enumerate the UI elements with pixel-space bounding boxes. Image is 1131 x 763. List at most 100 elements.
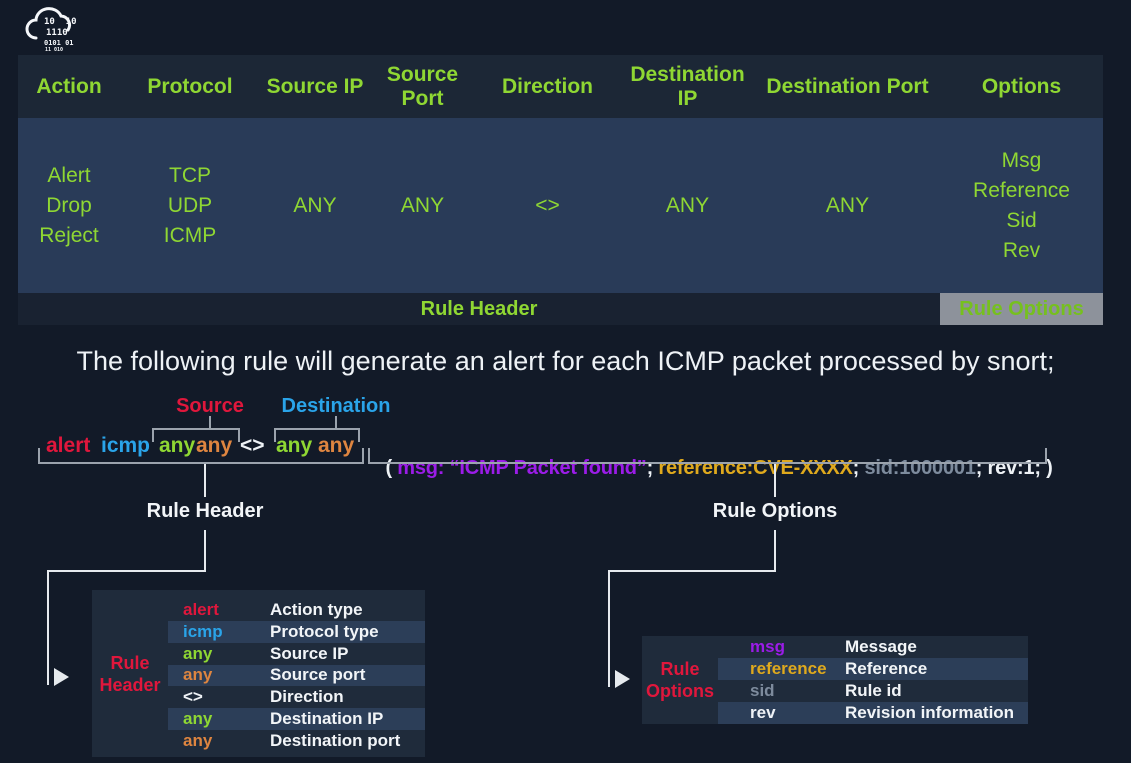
destination-label: Destination <box>281 395 391 417</box>
table-row: any Destination IP <box>168 708 425 730</box>
open-paren: ( <box>385 457 398 479</box>
token-direction: <> <box>240 434 265 457</box>
token-options-group: ( msg: “ICMP Packet found”; reference:CV… <box>364 434 1052 503</box>
body-cell-source-port: ANY <box>400 193 445 217</box>
title-line: Rule <box>660 659 700 679</box>
token-action: alert <box>46 434 91 457</box>
option-value: Rev <box>1002 238 1041 262</box>
row-value: alert <box>183 600 219 620</box>
connector-line <box>608 570 610 687</box>
token-source-port: any <box>196 434 233 457</box>
table-row: msg Message <box>718 636 1028 658</box>
table-body-row: Alert Drop Reject TCP UDP ICMP ANY ANY <… <box>18 118 1103 293</box>
table-row: rev Revision information <box>718 702 1028 724</box>
row-value: any <box>183 643 213 663</box>
source-label-tick <box>209 416 211 429</box>
binary-line: 0101 01 <box>44 39 74 47</box>
action-value: Reject <box>39 223 99 247</box>
table-row: reference Reference <box>718 658 1028 680</box>
rule-options-breakdown-table: Rule Options msg Message reference Refer… <box>642 636 1028 724</box>
table-row: any Destination port <box>168 730 425 752</box>
body-cell-source-ip: ANY <box>293 193 337 217</box>
connector-line <box>774 530 776 570</box>
body-cell-destination-port: ANY <box>825 193 870 217</box>
table-row: any Source IP <box>168 643 425 665</box>
row-desc: Revision information <box>845 703 1015 722</box>
column-header-source-ip: Source IP <box>266 74 364 98</box>
title-line: Rule <box>110 652 150 673</box>
row-value: sid <box>750 681 775 700</box>
source-bracket <box>152 428 240 442</box>
rule-options-tick <box>774 464 776 497</box>
destination-bracket <box>274 428 360 442</box>
body-cell-protocol: TCP UDP ICMP <box>120 118 260 293</box>
column-header-action: Action <box>36 74 102 98</box>
protocol-value: TCP <box>169 163 211 187</box>
token-protocol: icmp <box>101 434 151 457</box>
cloud-binary-logo: 10 10 1110 0101 01 11 010 <box>20 2 90 54</box>
connector-line <box>204 530 206 570</box>
option-value: Reference <box>973 178 1070 202</box>
option-value: Sid <box>1006 208 1037 232</box>
protocol-value: ICMP <box>163 223 217 247</box>
column-header-source-port: Source Port <box>386 62 459 110</box>
connector-line <box>608 570 776 572</box>
row-desc: Message <box>845 637 917 656</box>
title-line: Options <box>646 681 714 701</box>
table-footer-row: Rule Header Rule Options <box>18 293 1103 325</box>
row-value: any <box>183 665 213 685</box>
table-row: sid Rule id <box>718 680 1028 702</box>
rule-header-breakdown-table: Rule Header alert Action type icmp Proto… <box>92 590 425 757</box>
caption-text: The following rule will generate an aler… <box>76 346 1055 376</box>
separator: ; <box>852 457 865 479</box>
protocol-value: UDP <box>167 193 213 217</box>
row-value: reference <box>750 659 827 678</box>
row-value: rev <box>750 703 776 722</box>
destination-label-tick <box>335 416 337 429</box>
body-cell-destination-ip: ANY <box>665 193 710 217</box>
body-cell-action: Alert Drop Reject <box>18 118 120 293</box>
row-desc: Reference <box>845 659 928 678</box>
table-row: alert Action type <box>168 599 425 621</box>
token-source-ip: any <box>159 434 196 457</box>
table-row: icmp Protocol type <box>168 621 425 643</box>
source-label: Source <box>176 395 244 417</box>
table-row: any Source port <box>168 664 425 687</box>
token-destination-port: any <box>318 434 355 457</box>
table-row: <> Direction <box>168 686 425 708</box>
separator: ; <box>646 457 659 479</box>
row-desc: Source port <box>270 665 366 685</box>
row-value: msg <box>750 637 785 656</box>
binary-line: 11 010 <box>45 47 64 53</box>
binary-line: 1110 <box>46 28 68 38</box>
body-cell-options: Msg Reference Sid Rev <box>940 118 1103 293</box>
rule-structure-table: Action Protocol Source IP Source Port Di… <box>18 55 1103 325</box>
breakdown-rows: alert Action type icmp Protocol type any… <box>168 590 425 757</box>
option-value: Msg <box>1001 148 1042 172</box>
rule-options-footer-chip: Rule Options <box>940 293 1103 325</box>
column-header-direction: Direction <box>501 74 593 98</box>
cloud-icon <box>25 7 72 40</box>
row-value: any <box>183 709 213 729</box>
row-desc: Protocol type <box>270 621 379 641</box>
arrow-right-icon <box>54 668 69 686</box>
arrow-right-icon <box>615 670 630 688</box>
column-header-destination-ip: Destination IP <box>630 62 745 110</box>
rule-options-breakdown-title: Rule Options <box>642 636 718 724</box>
row-desc: Direction <box>270 687 344 707</box>
binary-line: 10 10 <box>44 17 77 27</box>
row-desc: Action type <box>270 600 363 620</box>
row-value: <> <box>183 687 203 707</box>
token-destination-ip: any <box>276 434 313 457</box>
rule-header-breakdown-title: Rule Header <box>92 590 168 757</box>
connector-line <box>47 570 49 685</box>
column-header-options: Options <box>981 74 1062 98</box>
separator: ; <box>975 457 988 479</box>
title-line: Header <box>99 674 161 695</box>
column-header-protocol: Protocol <box>147 74 233 98</box>
action-value: Alert <box>47 163 91 187</box>
connector-line <box>47 570 206 572</box>
row-desc: Destination port <box>270 730 401 750</box>
breakdown-rows: msg Message reference Reference sid Rule… <box>718 636 1028 724</box>
row-desc: Source IP <box>270 643 349 663</box>
